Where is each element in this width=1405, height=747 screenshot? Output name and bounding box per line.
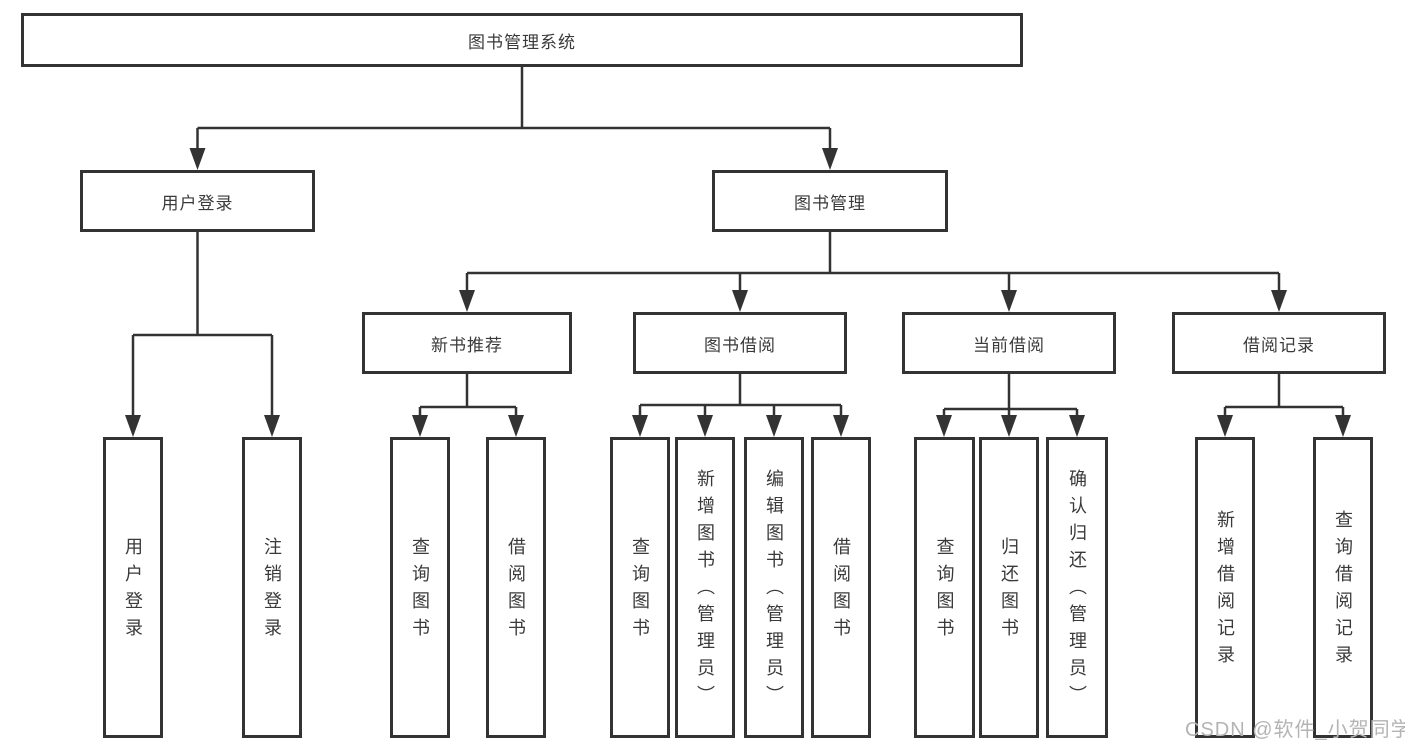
leaf-query-borrow-record: 查询借阅记录 bbox=[1313, 437, 1373, 738]
node-book-borrow: 图书借阅 bbox=[633, 312, 847, 374]
node-book-management: 图书管理 bbox=[712, 170, 948, 232]
leaf-query-books-borrow: 查询图书 bbox=[610, 437, 670, 738]
leaf-add-borrow-record: 新增借阅记录 bbox=[1195, 437, 1255, 738]
leaf-edit-books-admin: 编辑图书（管理员） bbox=[744, 437, 804, 738]
leaf-borrow-books-recommend: 借阅图书 bbox=[486, 437, 546, 738]
node-new-book-recommend: 新书推荐 bbox=[362, 312, 572, 374]
leaf-user-login: 用户登录 bbox=[103, 437, 163, 738]
leaf-return-books: 归还图书 bbox=[979, 437, 1039, 738]
node-borrow-records: 借阅记录 bbox=[1172, 312, 1386, 374]
leaf-logout: 注销登录 bbox=[242, 437, 302, 738]
leaf-query-books-current: 查询图书 bbox=[914, 437, 975, 738]
leaf-query-books-recommend: 查询图书 bbox=[390, 437, 450, 738]
leaf-confirm-return-admin: 确认归还（管理员） bbox=[1046, 437, 1108, 738]
leaf-borrow-books: 借阅图书 bbox=[811, 437, 871, 738]
leaf-add-books-admin: 新增图书（管理员） bbox=[675, 437, 735, 738]
node-user-login: 用户登录 bbox=[80, 170, 315, 232]
node-library-system: 图书管理系统 bbox=[21, 13, 1023, 67]
watermark: CSDN @软件_小贺同学 bbox=[1185, 719, 1405, 741]
node-current-borrow: 当前借阅 bbox=[902, 312, 1116, 374]
